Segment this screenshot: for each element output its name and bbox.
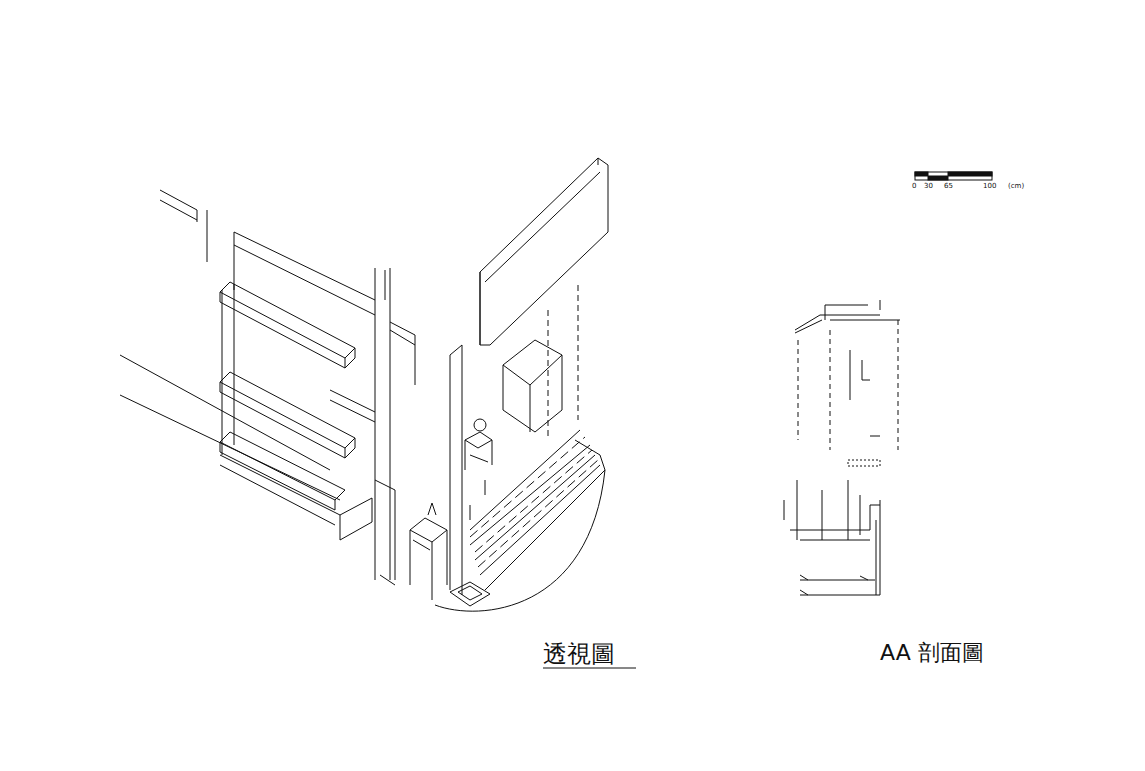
drawing-title: 透視圖 [543,641,615,667]
scale-label: 0 [912,183,916,191]
title-underline [543,668,636,669]
scale-label: 100 [983,183,996,191]
scale-label: (cm) [1008,183,1024,191]
section-view [784,300,900,595]
scale-label: 30 [924,183,933,191]
scale-label: 65 [944,183,953,191]
drawing-title: AA 剖面圖 [880,641,984,665]
scale-bar [915,172,992,180]
perspective-view [120,158,608,611]
